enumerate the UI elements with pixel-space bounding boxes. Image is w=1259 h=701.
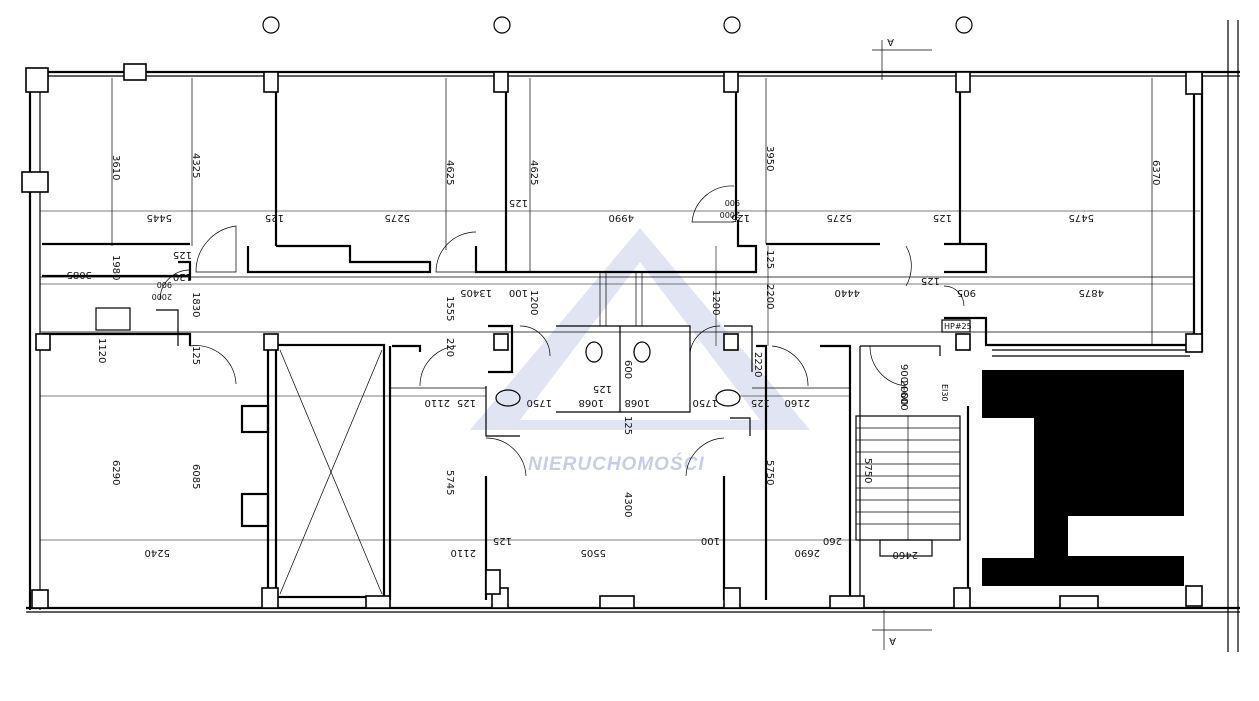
central-partitions <box>240 324 941 600</box>
sanitary <box>95 272 741 407</box>
hydrant-label: HP#25 <box>944 322 972 331</box>
columns <box>21 63 1203 609</box>
dim-text: 5750 <box>862 458 873 483</box>
door-dim: 2000 <box>720 210 740 219</box>
section-mark-bottom: A <box>889 635 896 646</box>
sink-icon <box>95 307 131 331</box>
section-marks: A A <box>872 36 932 650</box>
dim-text: 125 <box>593 383 612 394</box>
dim-text: 6290 <box>110 460 121 485</box>
door-dim: 900 <box>725 198 740 207</box>
ei30-label: EI30 <box>940 384 949 402</box>
dim-text: 2220 <box>752 352 763 377</box>
dim-text: 125 <box>190 346 201 365</box>
top-partitions <box>111 78 1196 345</box>
dim-text: 3610 <box>110 155 121 180</box>
axis-markers <box>262 16 973 34</box>
door-swings <box>159 185 965 477</box>
toilet-icon <box>633 341 651 363</box>
dim-text: 5240 <box>145 547 170 558</box>
door-dim: 900 <box>157 280 172 289</box>
dim-text: 4990 <box>609 212 634 223</box>
watermark-logo: NIERUCHOMOŚCI <box>470 228 810 475</box>
dim-text: 6085 <box>190 464 201 489</box>
door-dim: 2000 <box>152 292 172 301</box>
dim-text: 1120 <box>96 338 107 363</box>
dim-text: 125 <box>457 397 476 408</box>
dim-text: 5745 <box>444 470 455 495</box>
horizontal-dimensions: 5445 125 5275 125 4990 125 5275 125 5475… <box>67 197 1104 560</box>
dim-text: 900+600 <box>898 364 909 411</box>
dim-text: 220 <box>444 338 455 357</box>
dim-text: 4625 <box>528 160 539 185</box>
axis-circle <box>493 16 511 34</box>
dim-text: 5445 <box>147 212 172 223</box>
dim-text: 125 <box>509 197 528 208</box>
dim-text: 1750 <box>693 397 718 408</box>
dim-text: 3950 <box>764 146 775 171</box>
staircase <box>855 406 970 600</box>
dim-text: 905 <box>957 287 976 298</box>
dim-text: 6370 <box>1150 160 1161 185</box>
dim-text: 125 <box>921 275 940 286</box>
dim-text: 2110 <box>425 397 450 408</box>
dim-text: 2110 <box>451 547 476 558</box>
dim-text: 1555 <box>444 296 455 321</box>
dim-text: 100 <box>701 535 720 546</box>
dim-text: 5505 <box>581 547 606 558</box>
dim-text: 125 <box>265 212 284 223</box>
dim-text: 2460 <box>893 549 918 560</box>
dim-text: 125 <box>933 212 952 223</box>
dim-text: 1068 <box>579 397 604 408</box>
axis-circle <box>723 16 741 34</box>
dim-text: 1068 <box>625 397 650 408</box>
dim-text: 2000 <box>898 380 909 405</box>
dimension-lines <box>40 210 1200 541</box>
dim-text: 5475 <box>1069 212 1094 223</box>
dim-text: 2160 <box>785 397 810 408</box>
dim-text: 3085 <box>67 269 92 280</box>
washbasin-icon <box>715 389 741 407</box>
axis-circle <box>262 16 280 34</box>
core-block <box>982 349 1190 586</box>
toilet-icon <box>585 341 603 363</box>
dim-text: 600 <box>622 360 633 379</box>
dim-text: 4875 <box>1079 287 1104 298</box>
dim-text: 125 <box>493 535 512 546</box>
dim-text: 125 <box>622 416 633 435</box>
dim-text: 1830 <box>190 292 201 317</box>
dim-text: 5275 <box>385 212 410 223</box>
vertical-dimensions: 3610 4325 4625 4625 3950 6370 1980 1830 … <box>96 146 1161 517</box>
dim-text: 1200 <box>528 290 539 315</box>
dim-text: 2200 <box>764 284 775 309</box>
section-mark-top: A <box>887 36 894 47</box>
dim-text: 5275 <box>827 212 852 223</box>
dim-text: 4625 <box>444 160 455 185</box>
washbasin-icon <box>495 389 521 407</box>
dim-text: 125 <box>731 212 750 223</box>
corridor-walls <box>40 220 1194 347</box>
dim-text: 1200 <box>710 290 721 315</box>
dim-text: 2690 <box>795 547 820 558</box>
watermark-text: NIERUCHOMOŚCI <box>528 453 705 475</box>
dim-text: 4440 <box>835 287 860 298</box>
dim-text: 260 <box>823 535 842 546</box>
dim-text: 125 <box>764 250 775 269</box>
dim-text: 4325 <box>190 153 201 178</box>
axis-circle <box>955 16 973 34</box>
dim-text: 5750 <box>764 460 775 485</box>
dim-text: 125 <box>173 249 192 260</box>
dim-text: 4300 <box>622 492 633 517</box>
dim-text: 125 <box>751 397 770 408</box>
dim-text: 120 <box>173 271 192 282</box>
dim-text: 13405 <box>460 287 492 298</box>
dim-text: 1750 <box>527 397 552 408</box>
room-labels: EI30 HP#25 <box>940 319 972 402</box>
dim-text: 1980 <box>110 255 121 280</box>
dim-text: 100 <box>509 287 528 298</box>
